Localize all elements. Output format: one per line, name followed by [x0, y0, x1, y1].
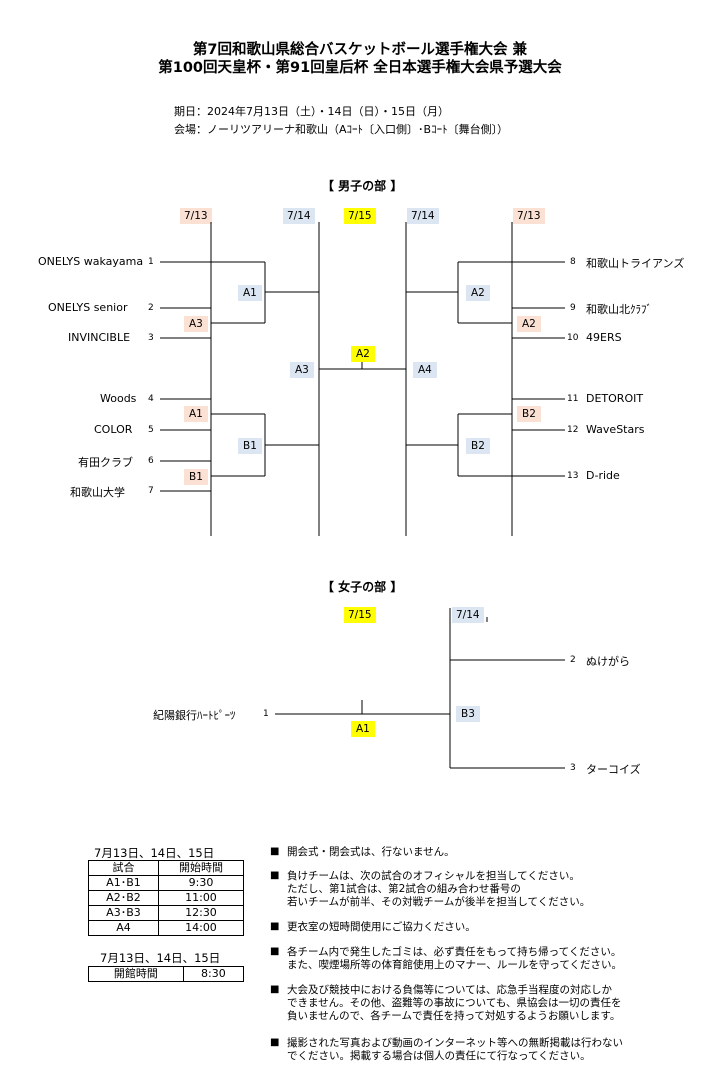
team-right-13: D-ride	[586, 469, 620, 482]
women-date-semi: 7/14	[452, 607, 484, 623]
schedule-match-3: A3･B3	[88, 905, 159, 921]
schedule-time-1: 9:30	[157, 875, 245, 891]
open-caption: 7月13日、14日、15日	[100, 951, 221, 965]
men-date-col2: 7/14	[283, 208, 315, 224]
team-left-2: ONELYS senior	[48, 301, 128, 314]
open-time-table: 開館時間 8:30	[88, 966, 245, 982]
team-left-5: COLOR	[94, 423, 133, 436]
open-label: 開館時間	[88, 966, 184, 982]
note-line: 各チーム内で発生したゴミは、必ず責任をもって持ち帰ってください。	[287, 946, 622, 958]
note-bullet-icon: ■	[270, 1037, 280, 1048]
schedule-time-2: 11:00	[157, 890, 245, 906]
schedule-header-match: 試合	[88, 860, 159, 876]
note-line: 負けチームは、次の試合のオフィシャルを担当してください。	[287, 870, 580, 882]
team-left-4: Woods	[100, 392, 137, 405]
tournament-title-line2: 第100回天皇杯・第91回皇后杯 全日本選手権大会県予選大会	[158, 60, 562, 76]
seed-left-4: 4	[148, 394, 154, 404]
court-tag-r-a2: A2	[517, 316, 541, 332]
team-right-12: WaveStars	[586, 423, 645, 436]
women-team-1: 紀陽銀行ﾊｰﾄﾋﾟｰﾂ	[153, 709, 236, 722]
women-court-semi: B3	[456, 706, 480, 722]
men-section-title: 【 男子の部 】	[322, 179, 403, 193]
women-seed-3: 3	[570, 763, 576, 773]
note-line: 大会及び競技中における負傷等については、応急手当程度の対応しか	[287, 984, 612, 996]
seed-right-10: 10	[567, 333, 579, 343]
note-line: でください。掲載する場合は個人の責任にて行なってください。	[287, 1050, 591, 1062]
note-line: また、喫煙場所等の体育館使用上のマナー、ルールを守ってください。	[287, 959, 623, 971]
team-left-6: 有田クラブ	[78, 456, 133, 469]
seed-right-11: 11	[567, 394, 579, 404]
note-line: できません。その他、盗難等の事故についても、県協会は一切の責任を	[287, 997, 622, 1009]
event-venue: 会場：ノーリツアリーナ和歌山（Aｺｰﾄ〔入口側〕･Bｺｰﾄ〔舞台側〕）	[174, 123, 509, 136]
note-bullet-icon: ■	[270, 846, 280, 857]
court-tag-l-a1: A1	[184, 406, 208, 422]
women-team-2: ぬけがら	[586, 655, 630, 668]
note-bullet-icon: ■	[270, 870, 280, 881]
women-team-3: ターコイズ	[586, 763, 641, 776]
women-seed-1: 1	[263, 709, 269, 719]
schedule-match-1: A1･B1	[88, 875, 159, 891]
court-tag-r-a2-top: A2	[466, 285, 490, 301]
note-line: 開会式・閉会式は、行ないません。	[287, 846, 455, 858]
seed-right-12: 12	[567, 425, 579, 435]
schedule-time-4: 14:00	[157, 920, 245, 936]
women-seed-2: 2	[570, 655, 576, 665]
court-tag-final: A2	[351, 346, 375, 362]
seed-left-2: 2	[148, 303, 154, 313]
note-bullet-icon: ■	[270, 921, 280, 932]
team-left-7: 和歌山大学	[70, 486, 125, 499]
schedule-time-3: 12:30	[157, 905, 245, 921]
note-line: 負いませんので、各チームで責任を持って対処するようお願いします。	[287, 1010, 621, 1022]
court-tag-l-b1-bot: B1	[184, 469, 208, 485]
women-section-title: 【 女子の部 】	[322, 580, 403, 594]
men-date-col1: 7/13	[180, 208, 212, 224]
court-tag-r-b2-bot: B2	[466, 438, 490, 454]
seed-right-13: 13	[567, 471, 579, 481]
schedule-match-4: A4	[88, 920, 159, 936]
seed-right-8: 8	[570, 257, 576, 267]
women-court-final: A1	[351, 721, 375, 737]
schedule-caption: 7月13日、14日、15日	[94, 846, 215, 860]
tournament-title-line1: 第7回和歌山県総合バスケットボール選手権大会 兼	[192, 42, 528, 58]
court-tag-l-b1: B1	[238, 438, 262, 454]
men-date-col5: 7/13	[513, 208, 545, 224]
women-date-final: 7/15	[344, 607, 376, 623]
schedule-table: 試合 開始時間 A1･B1 9:30 A2･B2 11:00 A3･B3 12:…	[88, 860, 245, 936]
men-date-final: 7/15	[344, 208, 376, 224]
note-bullet-icon: ■	[270, 946, 280, 957]
men-date-col4: 7/14	[407, 208, 439, 224]
team-left-1: ONELYS wakayama	[38, 255, 144, 268]
team-right-10: 49ERS	[586, 331, 622, 344]
note-line: 若いチームが前半、その対戦チームが後半を担当してください。	[287, 896, 591, 908]
court-tag-r-a4: A4	[413, 362, 437, 378]
note-line: 更衣室の短時間使用にご協力ください。	[287, 921, 476, 933]
seed-right-9: 9	[570, 303, 576, 313]
court-tag-l-a3-semi: A3	[290, 362, 314, 378]
team-left-3: INVINCIBLE	[68, 331, 131, 344]
court-tag-r-b2: B2	[517, 406, 541, 422]
schedule-header-start: 開始時間	[157, 860, 245, 876]
court-tag-l-a1-top: A1	[238, 285, 262, 301]
seed-left-5: 5	[148, 425, 154, 435]
schedule-match-2: A2･B2	[88, 890, 159, 906]
seed-left-3: 3	[148, 333, 154, 343]
team-right-8: 和歌山トライアンズ	[586, 257, 685, 270]
team-right-9: 和歌山北ｸﾗﾌﾞ	[586, 303, 652, 316]
seed-left-7: 7	[148, 486, 154, 496]
event-dates: 期日：2024年7月13日（土）・14日（日）・15日（月）	[174, 105, 449, 118]
seed-left-1: 1	[148, 257, 154, 267]
seed-left-6: 6	[148, 456, 154, 466]
note-line: 撮影された写真および動画のインターネット等への無断掲載は行わない	[287, 1037, 623, 1049]
team-right-11: DETOROIT	[586, 392, 644, 405]
court-tag-l-a3: A3	[184, 316, 208, 332]
note-bullet-icon: ■	[270, 984, 280, 995]
open-time: 8:30	[182, 966, 245, 982]
note-line: ただし、第1試合は、第2試合の組み合わせ番号の	[287, 883, 521, 895]
